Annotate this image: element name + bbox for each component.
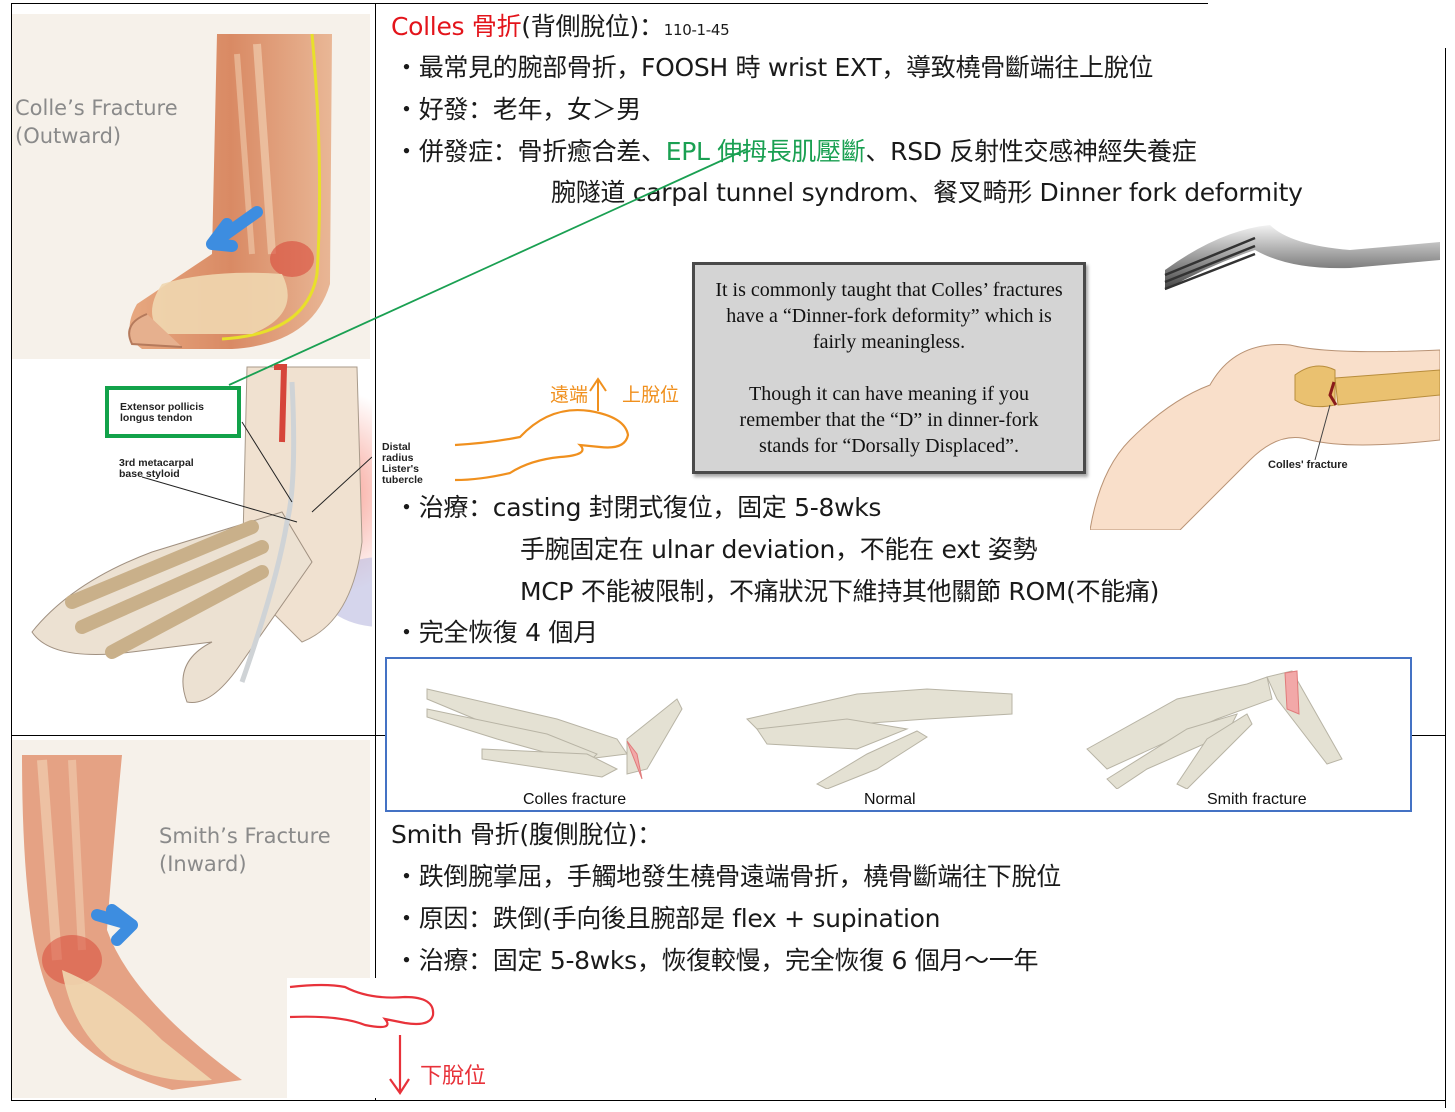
colles-arm-drawing <box>128 33 332 349</box>
table-border-bottom <box>11 1100 1446 1101</box>
hand-skeleton-comparison <box>426 670 1343 790</box>
colles-upward-note: 上脫位 <box>622 384 680 406</box>
epl-highlight-box <box>105 386 241 438</box>
colles-bullet-1: ・最常見的腕部骨折，FOOSH 時 wrist EXT，導致橈骨斷端往上脫位 <box>394 53 1154 82</box>
smith-downward-note: 下脫位 <box>420 1064 487 1089</box>
epl-label: Extensor pollicis longus tendon <box>120 401 205 424</box>
smith-hand-sketch <box>289 983 435 1095</box>
smith-illustration-caption: Smith’s Fracture (Inward) <box>159 824 331 876</box>
smith-bullet-3: ・治療：固定 5-8wks，恢復較慢，完全恢復 6 個月～一年 <box>394 946 1039 975</box>
quote-paragraph-2: Though it can have meaning if you rememb… <box>739 383 1039 457</box>
colles-complications: ・併發症：骨折癒合差、EPL 伸拇長肌壓斷、RSD 反射性交感神經失養症 <box>394 137 1197 167</box>
table-border-right <box>1445 48 1446 1108</box>
colles-title-black: (背側脫位)： <box>521 12 664 41</box>
metacarpal-label: 3rd metacarpal base styloid <box>119 457 194 480</box>
fracture-comparison-panel: Colles fracture Normal Smith fracture <box>385 657 1412 812</box>
colles-fracture-label: Colles' fracture <box>1268 459 1348 471</box>
complication-suffix: 、RSD 反射性交感神經失養症 <box>865 137 1197 166</box>
colles-distal-note: 遠端 <box>550 384 589 406</box>
colles-hand-sketch <box>454 377 630 482</box>
colles-bullet-2: ・好發：老年，女＞男 <box>394 95 642 124</box>
epl-connector-line <box>228 148 748 386</box>
complication-prefix: ・併發症：骨折癒合差、 <box>394 137 666 166</box>
smith-bullet-1: ・跌倒腕掌屈，手觸地發生橈骨遠端骨折，橈骨斷端往下脫位 <box>394 862 1061 891</box>
fork-and-wrist-drawing <box>1090 225 1440 530</box>
table-border-left <box>11 3 12 1100</box>
table-divider-vertical <box>375 3 376 1100</box>
smith-fracture-caption: Smith fracture <box>1207 791 1307 808</box>
epl-tendon-illustration: Extensor pollicis longus tendon 3rd meta… <box>12 362 372 732</box>
smith-arm-drawing <box>22 755 242 1090</box>
dinner-fork-quote-box: It is commonly taught that Colles’ fract… <box>692 262 1086 474</box>
colles-title: Colles 骨折(背側脫位)：110-1-45 <box>391 12 730 45</box>
quote-paragraph-1: It is commonly taught that Colles’ fract… <box>715 279 1063 353</box>
colles-complications-line2: 腕隧道 carpal tunnel syndrom、餐叉畸形 Dinner fo… <box>551 178 1303 207</box>
colles-treatment-3: MCP 不能被限制，不痛狀況下維持其他關節 ROM(不能痛) <box>520 577 1160 606</box>
smith-bullet-2: ・原因：跌倒(手向後且腕部是 flex + supination <box>394 904 941 933</box>
table-border-top <box>11 3 1208 4</box>
colles-treatment-2: 手腕固定在 ulnar deviation，不能在 ext 姿勢 <box>520 535 1038 564</box>
complication-epl: EPL 伸拇長肌壓斷 <box>665 137 866 166</box>
colles-recovery: ・完全恢復 4 個月 <box>394 618 598 647</box>
hand-anatomy-drawing <box>31 364 372 703</box>
dinner-fork-illustration: Colles' fracture <box>1090 210 1440 530</box>
colles-illustration-caption: Colle’s Fracture (Outward) <box>15 96 178 148</box>
reference-code: 110-1-45 <box>663 21 730 39</box>
table-row-divider-right <box>1412 735 1446 736</box>
smith-title: Smith 骨折(腹側脫位)： <box>391 820 662 849</box>
table-row-divider <box>11 735 386 736</box>
colles-title-red: Colles 骨折 <box>391 12 522 41</box>
distal-radius-label: Distal radius Lister's tubercle <box>382 441 423 486</box>
colles-treatment-1: ・治療：casting 封閉式復位，固定 5-8wks <box>394 493 882 522</box>
normal-caption: Normal <box>864 791 916 808</box>
colles-fracture-illustration: Colle’s Fracture (Outward) <box>12 14 370 359</box>
smith-fracture-illustration: Smith’s Fracture (Inward) <box>12 740 370 1098</box>
colles-fracture-caption: Colles fracture <box>523 791 627 808</box>
